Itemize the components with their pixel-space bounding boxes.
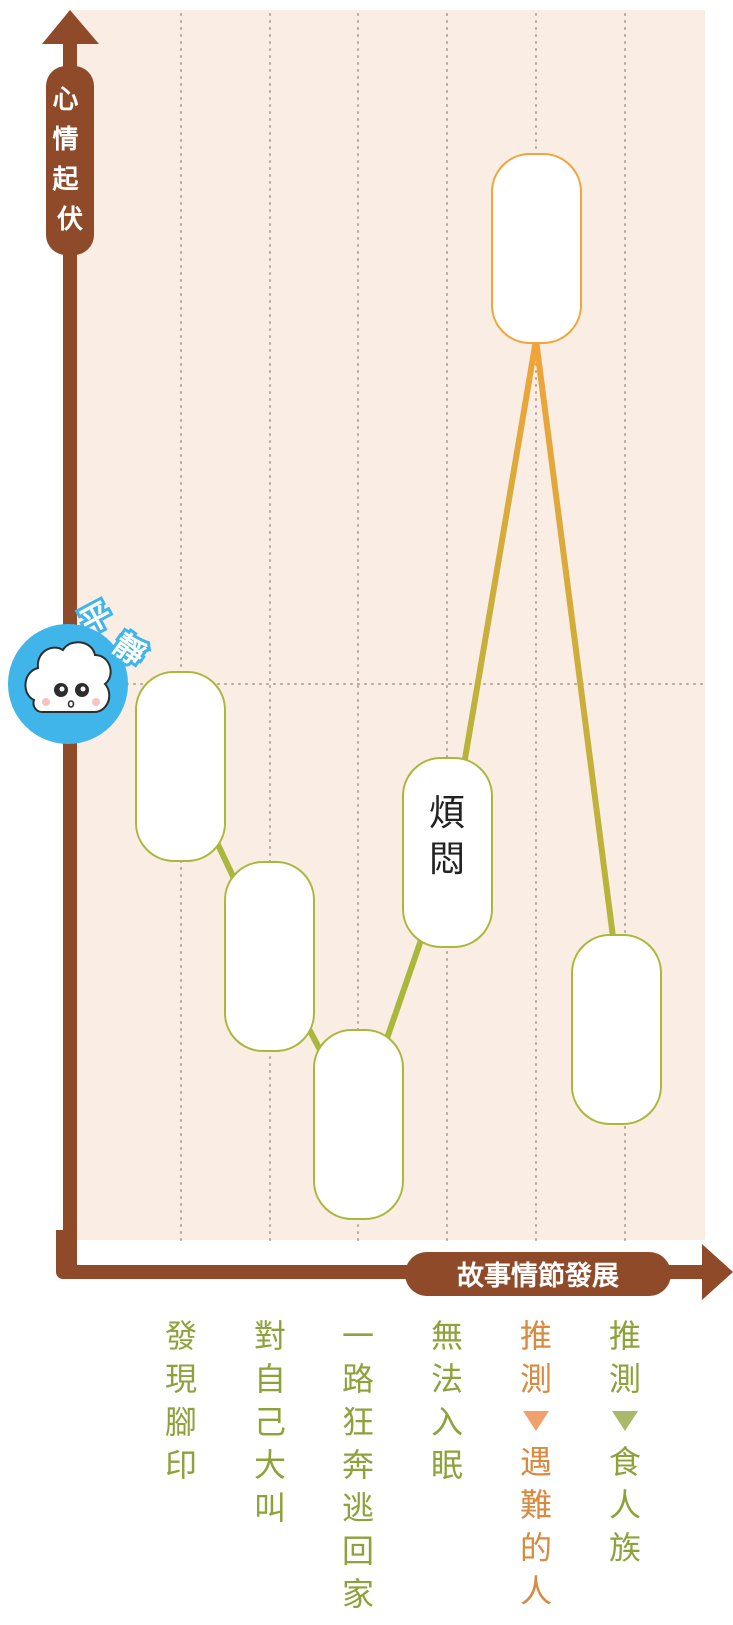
mood-box-char: 悶 [429,839,465,880]
stage-label-char: 叫 [253,1489,286,1527]
mood-box-texts: 煩悶 [429,793,465,880]
y-axis-label-pill [46,66,94,255]
stage-label-char: 族 [608,1529,641,1567]
stage-label-char: 測 [519,1360,552,1398]
stage-label-char: 路 [341,1360,374,1398]
stage-label-char: 自 [253,1360,286,1398]
stage-label-char: 發 [164,1317,197,1355]
stage-label-char: 對 [253,1317,286,1355]
mood-box-2 [224,861,315,1052]
stage-label-char: 奔 [341,1446,374,1484]
stage-label-1: 發現腳印 [163,1315,199,1487]
stage-label-char: 眠 [430,1446,463,1484]
stage-label-3: 一路狂奔逃回家 [340,1315,376,1616]
y-axis-arrow-icon [42,10,99,44]
y-axis-label-char-2: 情 [52,125,78,155]
stage-label-char: 推 [519,1317,552,1355]
mood-box-6 [571,934,662,1125]
mood-box-1 [135,671,226,862]
stage-label-char: 現 [164,1360,197,1398]
stage-label-char: 己 [253,1403,286,1441]
stage-label-char: 人 [608,1486,641,1524]
stage-label-char: 測 [608,1360,641,1398]
down-triangle-icon [523,1411,549,1431]
stage-label-char: 食 [608,1443,641,1481]
mood-box-char: 煩 [429,793,465,834]
x-axis: 故事情節發展 [56,1230,733,1300]
stage-label-char: 推 [608,1317,641,1355]
stage-label-char: 的 [519,1529,552,1567]
stage-label-char: 人 [519,1572,552,1610]
stage-label-char: 家 [341,1575,374,1613]
stage-label-5: 推測遇難的人 [518,1315,554,1613]
stage-label-char: 無 [430,1317,463,1355]
stage-label-2: 對自己大叫 [252,1315,288,1530]
mood-box-5 [491,153,582,344]
stage-label-char: 腳 [164,1403,197,1441]
mouth-icon [67,700,75,708]
stage-label-char: 狂 [341,1403,374,1441]
stage-label-char: 一 [341,1317,374,1355]
mood-line-segment-5 [533,337,628,1033]
stage-label-char: 遇 [519,1443,552,1481]
y-axis-label-char-4: 伏 [57,205,83,235]
mood-boxes [135,153,662,1220]
x-axis-label-pill [405,1252,671,1296]
stage-label-6: 推測食人族 [607,1315,643,1570]
stage-label-char: 回 [341,1532,374,1570]
stage-label-char: 逃 [341,1489,374,1527]
y-axis-label: 心 情 起 伏 [52,85,87,235]
mood-box-4 [402,757,493,948]
stage-label-char: 法 [430,1360,463,1398]
y-axis-label-char-1: 心 [52,85,78,115]
stage-label-char: 印 [164,1446,197,1484]
down-triangle-icon [612,1411,638,1431]
mood-box-text-4: 煩悶 [429,793,465,880]
column-guides [180,13,626,1246]
x-axis-label: 故事情節發展 [457,1260,619,1292]
smiling-cloud-face-icon [24,641,112,713]
mood-box-3 [313,1029,404,1220]
x-axis-arrow-icon [702,1244,733,1300]
stage-label-char: 入 [430,1403,463,1441]
stage-label-4: 無法入眠 [429,1315,465,1487]
stage-label-char: 大 [253,1446,286,1484]
stage-label-char: 難 [519,1486,552,1524]
y-axis-label-char-3: 起 [52,165,79,195]
